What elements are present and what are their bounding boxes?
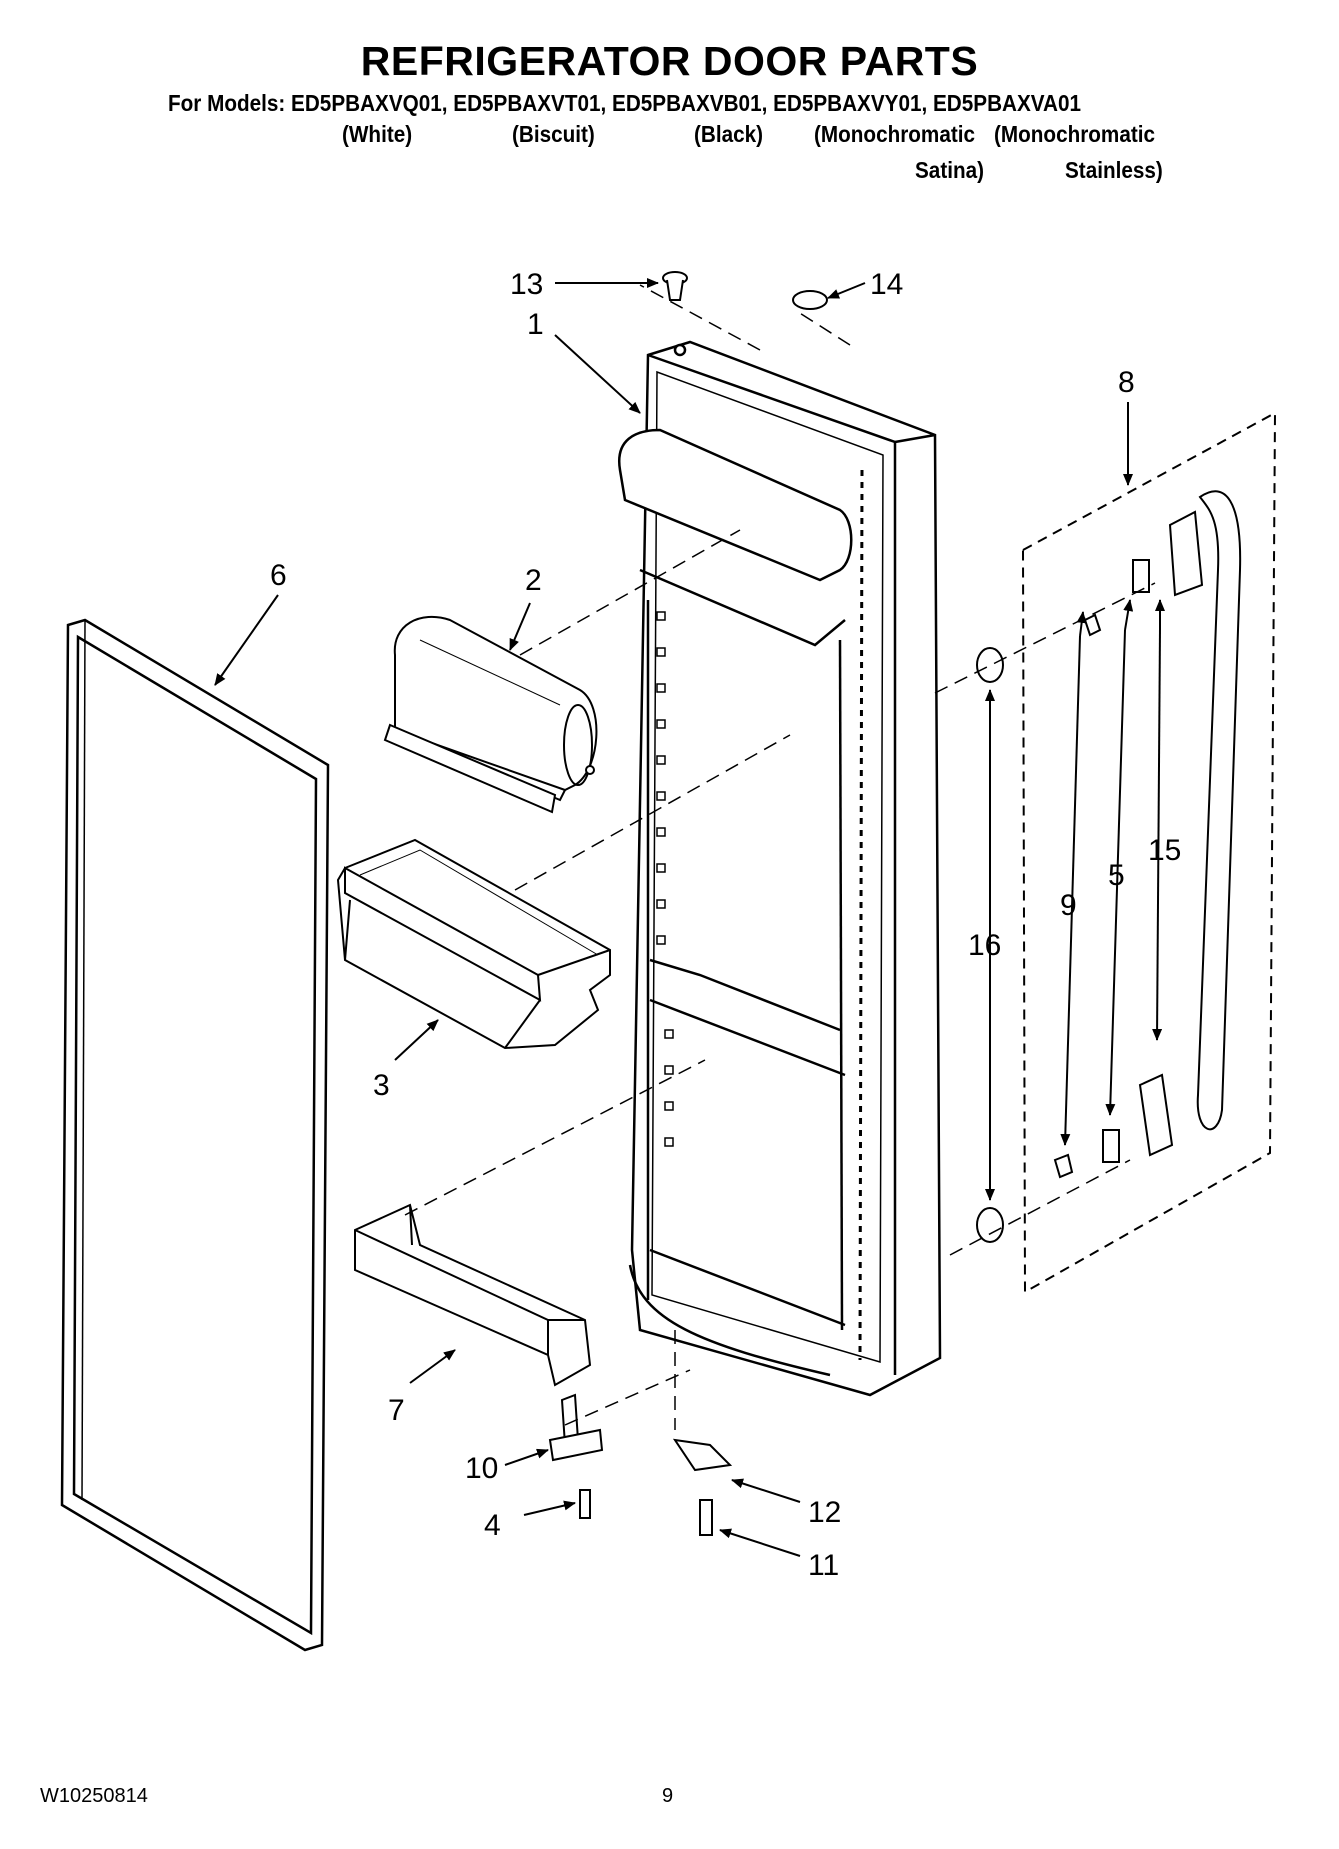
callout-2: 2 bbox=[525, 564, 542, 597]
callout-labels: 13 14 1 8 6 2 15 5 9 16 3 7 10 4 12 11 bbox=[270, 268, 1181, 1582]
door-top-hinge-bushing bbox=[662, 271, 688, 301]
variant-monochromatic-satina-line2: Satina) bbox=[915, 157, 985, 183]
door-bin-lower bbox=[354, 1203, 592, 1387]
callout-4: 4 bbox=[484, 1509, 501, 1542]
page-number: 9 bbox=[662, 1785, 674, 1807]
callout-14: 14 bbox=[870, 268, 903, 301]
door-plug bbox=[792, 290, 828, 310]
callout-10: 10 bbox=[465, 1452, 498, 1485]
callout-16: 16 bbox=[968, 929, 1001, 962]
page-title: REFRIGERATOR DOOR PARTS bbox=[360, 38, 979, 84]
variant-monochromatic-stainless-line1: (Monochromatic bbox=[994, 121, 1156, 147]
assembly-guide-lines bbox=[404, 284, 1156, 1430]
variant-monochromatic-satina-line1: (Monochromatic bbox=[814, 121, 976, 147]
callout-9: 9 bbox=[1060, 889, 1077, 922]
door-liner bbox=[617, 340, 942, 1397]
dairy-door bbox=[383, 615, 598, 814]
variant-white: (White) bbox=[342, 121, 413, 147]
callout-8: 8 bbox=[1118, 366, 1135, 399]
callout-15: 15 bbox=[1148, 834, 1181, 867]
callout-5: 5 bbox=[1108, 859, 1125, 892]
callout-13: 13 bbox=[510, 268, 543, 301]
bottom-hinge-parts bbox=[548, 1393, 733, 1536]
door-gasket bbox=[60, 618, 330, 1652]
variant-biscuit: (Biscuit) bbox=[512, 121, 595, 147]
door-bin-large bbox=[336, 838, 611, 1050]
handle-mounting-hardware bbox=[976, 559, 1150, 1243]
door-liner-shelf-slots bbox=[656, 611, 674, 1147]
callout-7: 7 bbox=[388, 1394, 405, 1427]
callout-1: 1 bbox=[527, 308, 544, 341]
variant-monochromatic-stainless-line2: Stainless) bbox=[1065, 157, 1163, 183]
callout-12: 12 bbox=[808, 1496, 841, 1529]
handle-assembly-group-box bbox=[1021, 411, 1277, 1294]
variant-black: (Black) bbox=[694, 121, 764, 147]
callout-3: 3 bbox=[373, 1069, 390, 1102]
document-number: W10250814 bbox=[40, 1785, 148, 1807]
models-line: For Models: ED5PBAXVQ01, ED5PBAXVT01, ED… bbox=[168, 90, 1082, 116]
callout-6: 6 bbox=[270, 559, 287, 592]
callout-11: 11 bbox=[808, 1549, 839, 1582]
callout-arrows bbox=[214, 278, 1165, 1557]
door-handle bbox=[1138, 490, 1242, 1157]
